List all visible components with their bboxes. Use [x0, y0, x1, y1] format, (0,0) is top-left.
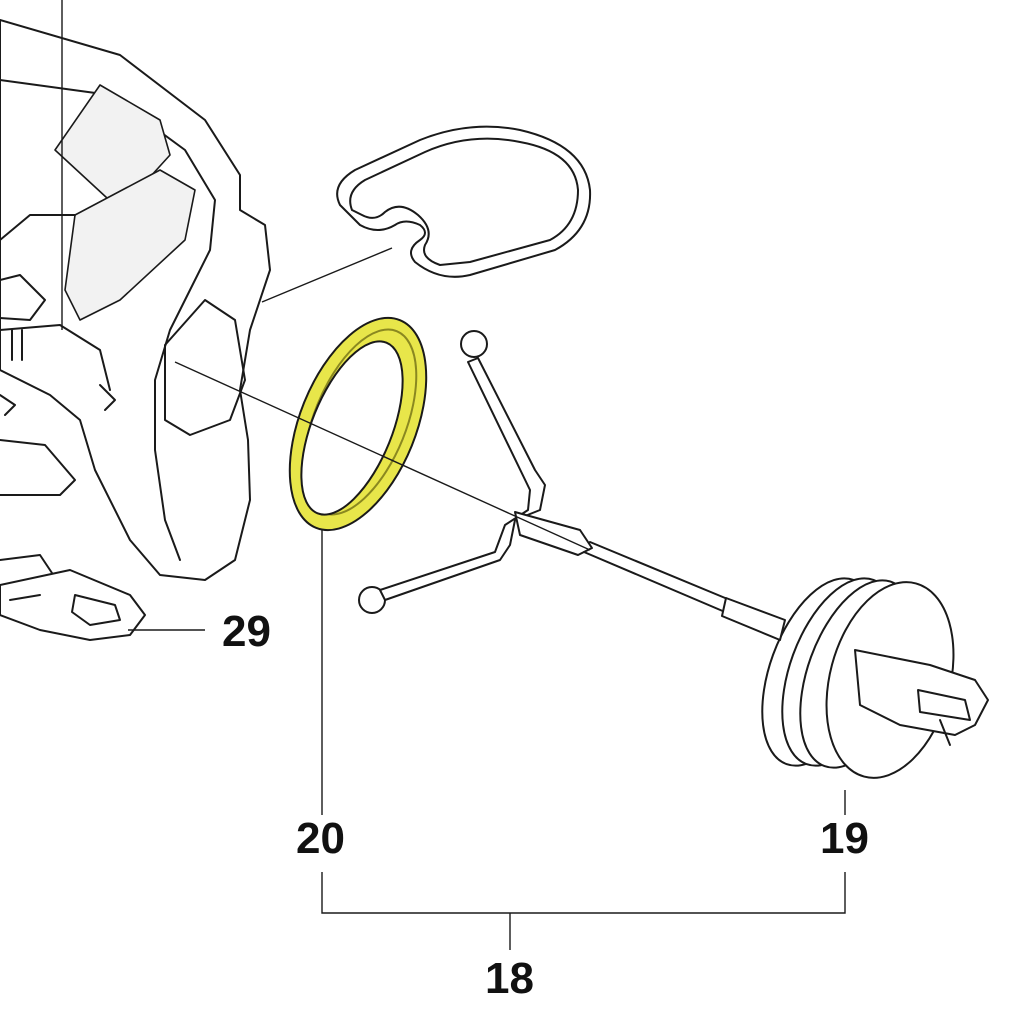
- bracket-part-29: [0, 569, 146, 641]
- callout-18: 18: [485, 954, 534, 1003]
- gasket-loop: [336, 125, 592, 278]
- strap-cord: [583, 541, 786, 641]
- callout-29: 29: [222, 607, 271, 656]
- tank-housing: [0, 19, 271, 601]
- leader-lines: [61, 0, 846, 950]
- callout-19: 19: [820, 814, 869, 863]
- retaining-strap: [358, 330, 593, 614]
- fuel-cap-part-19: [761, 577, 989, 779]
- center-axis-line: [174, 361, 591, 551]
- o-ring-part-20: [288, 316, 428, 532]
- callout-20: 20: [296, 814, 345, 863]
